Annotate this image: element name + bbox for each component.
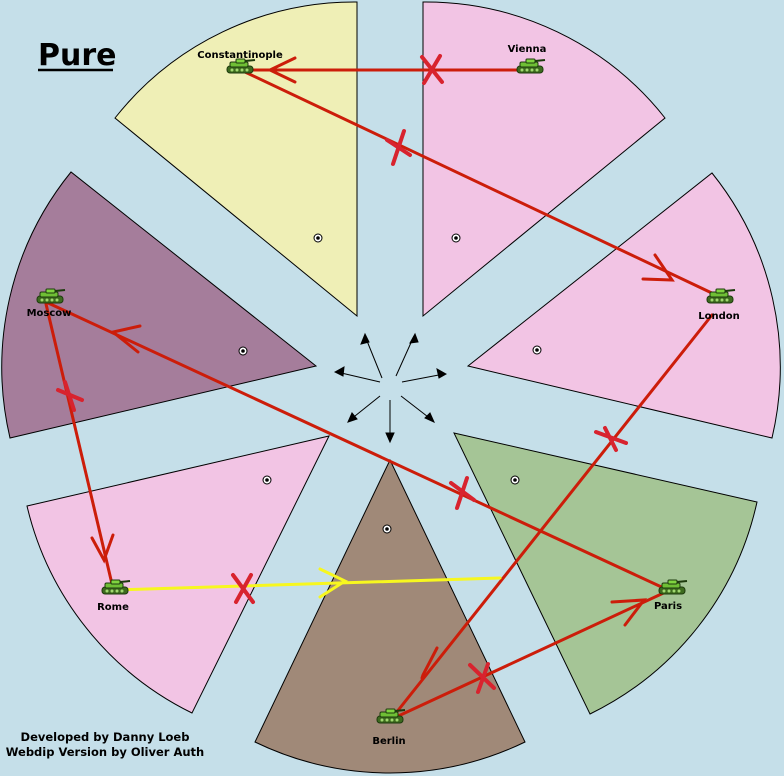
move-arrow-constantinople-london[interactable] (243, 70, 718, 297)
label-moscow: Moscow (27, 308, 72, 319)
territory-moscow[interactable] (1, 171, 318, 439)
territory-constantinople[interactable] (114, 1, 358, 318)
move-arrow-berlin-paris[interactable] (392, 588, 672, 720)
failed-x-icon (420, 54, 444, 85)
failed-x-icon (385, 129, 412, 166)
supply-center-icon (262, 475, 272, 485)
supply-center-icon (313, 233, 323, 243)
label-rome: Rome (97, 602, 129, 613)
credits-line-1: Developed by Danny Loeb (21, 730, 190, 744)
territory-paris[interactable] (453, 432, 758, 715)
move-arrow-london-berlin[interactable] (390, 313, 714, 720)
center-compass (333, 332, 448, 444)
credits-line-2: Webdip Version by Oliver Auth (6, 745, 204, 759)
failed-x-icon (449, 476, 476, 510)
failed-x-icon (594, 426, 628, 452)
supply-center-icon (510, 475, 520, 485)
support-line-rome[interactable] (112, 567, 502, 599)
territory-labels: Constantinople Vienna London Paris Berli… (27, 44, 740, 747)
label-berlin: Berlin (372, 736, 405, 747)
supply-center-icon (238, 346, 248, 356)
supply-centers (238, 233, 542, 534)
territory-rome[interactable] (26, 435, 330, 714)
territory-berlin[interactable] (254, 458, 526, 774)
supply-center-icon (382, 524, 392, 534)
label-constantinople: Constantinople (197, 50, 283, 61)
supply-center-icon (451, 233, 461, 243)
map-title: Pure (38, 38, 117, 73)
supply-center-icon (532, 345, 542, 355)
territory-vienna[interactable] (422, 1, 666, 318)
credits: Developed by Danny Loeb Webdip Version b… (6, 730, 204, 759)
label-vienna: Vienna (508, 44, 547, 55)
label-london: London (698, 311, 740, 322)
move-arrow-moscow-rome[interactable] (44, 302, 115, 586)
failed-x-icon (56, 380, 84, 412)
move-arrow-vienna-constantinople[interactable] (243, 56, 522, 84)
failed-markers (56, 54, 628, 694)
territory-london[interactable] (466, 172, 781, 439)
label-paris: Paris (654, 601, 682, 612)
orders-layer (44, 56, 718, 720)
move-arrow-paris-moscow[interactable] (44, 300, 670, 592)
failed-x-icon (231, 573, 255, 604)
failed-x-icon (468, 662, 496, 694)
